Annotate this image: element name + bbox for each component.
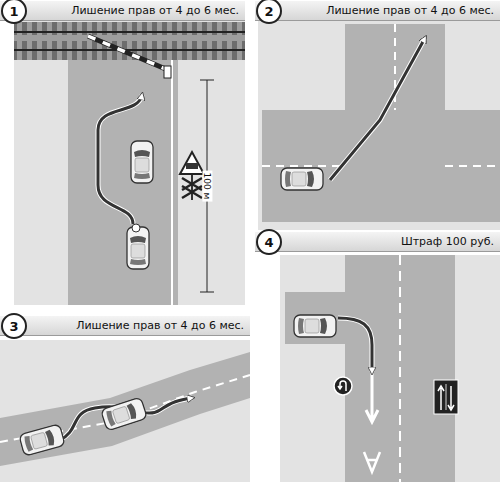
panel-intersection bbox=[258, 20, 500, 230]
panel-curve bbox=[0, 340, 250, 482]
penalty-text: Штраф 100 руб. bbox=[401, 235, 494, 248]
panel-number: 1 bbox=[1, 0, 27, 24]
panel-header: Лишение прав от 4 до 6 мес. 2 bbox=[255, 1, 500, 21]
panel-header: Лишение прав от 4 до 6 мес. 1 bbox=[0, 1, 245, 21]
panel-number: 2 bbox=[256, 0, 282, 24]
callout-number: 2 bbox=[264, 4, 273, 19]
penalty-text: Лишение прав от 4 до 6 мес. bbox=[76, 319, 244, 332]
penalty-text: Лишение прав от 4 до 6 мес. bbox=[71, 4, 239, 17]
panel-railway bbox=[14, 20, 245, 305]
callout-number: 3 bbox=[9, 319, 18, 334]
panel-header: Лишение прав от 4 до 6 мес. 3 bbox=[0, 316, 250, 336]
dimension-label: 100 м bbox=[202, 171, 212, 202]
panel-header: Штраф 100 руб. 4 bbox=[255, 232, 500, 252]
panel-lanes bbox=[280, 255, 500, 482]
panel-number: 3 bbox=[1, 313, 27, 339]
panel-number: 4 bbox=[256, 229, 282, 255]
penalty-text: Лишение прав от 4 до 6 мес. bbox=[326, 4, 494, 17]
callout-number: 4 bbox=[264, 235, 273, 250]
callout-number: 1 bbox=[9, 4, 18, 19]
